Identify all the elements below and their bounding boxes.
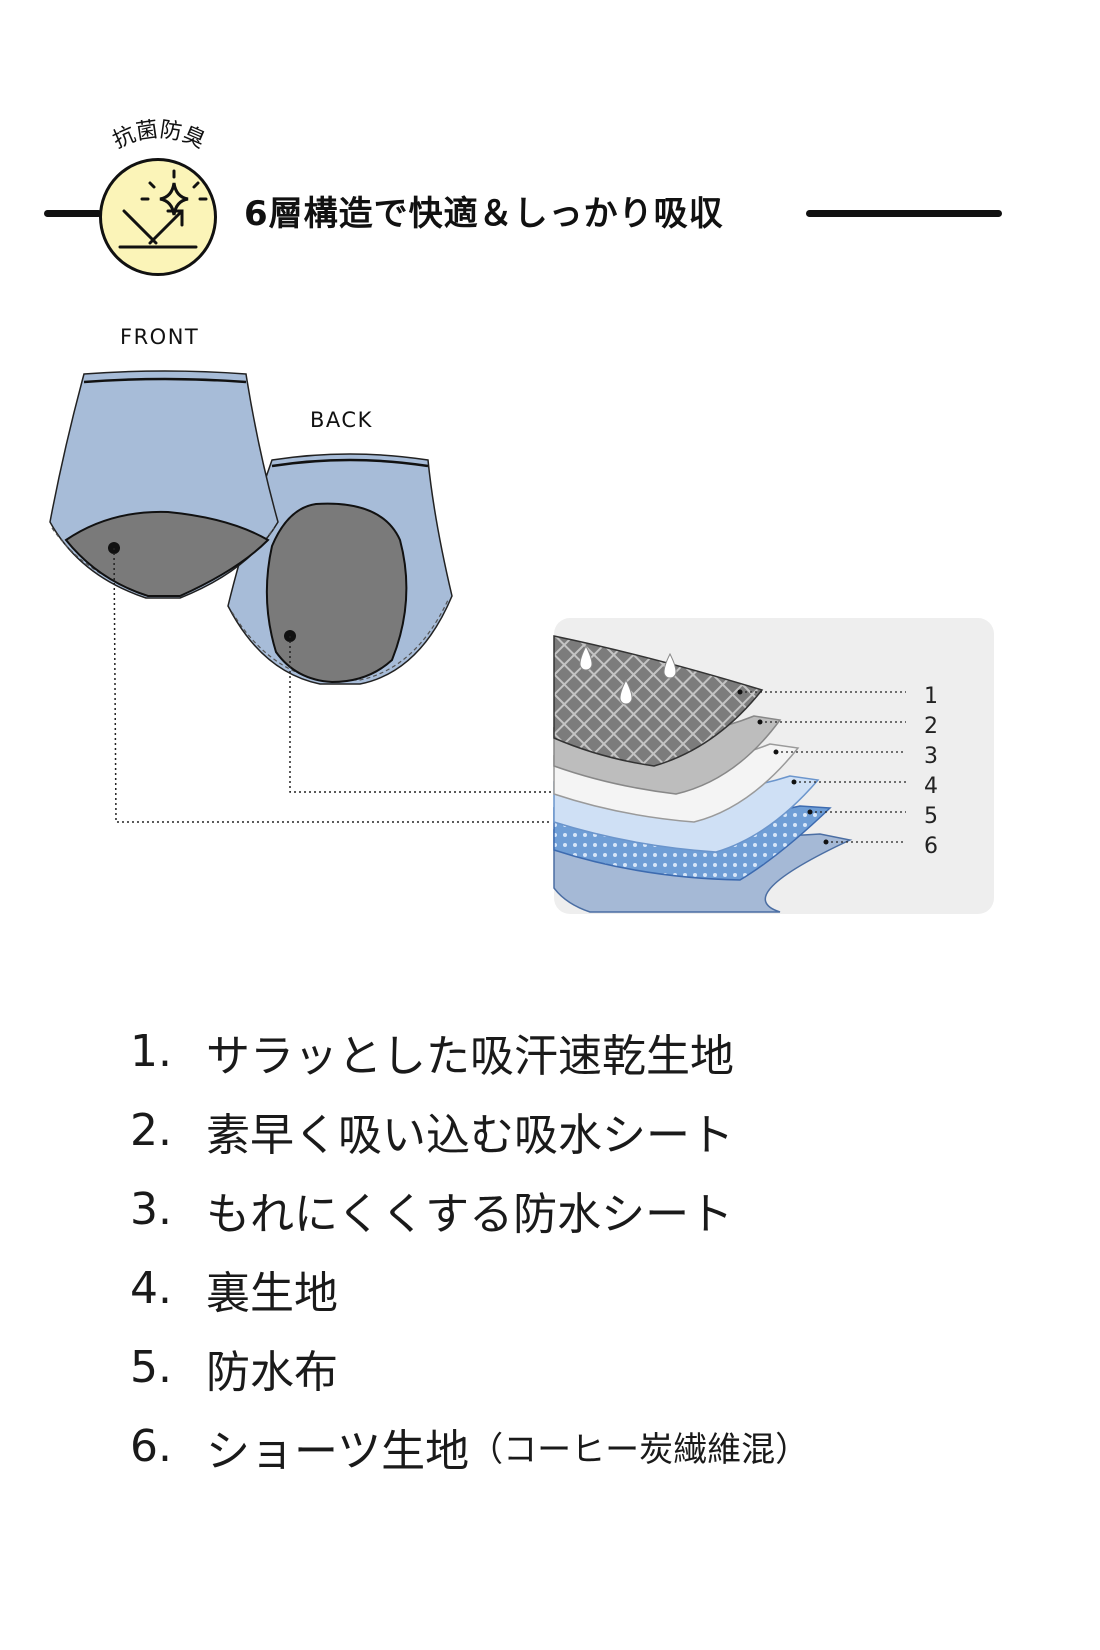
page-title: 6層構造で快適＆しっかり吸収 xyxy=(244,194,724,234)
list-item-note: （コーヒー炭繊維混） xyxy=(469,1430,810,1470)
list-item: 4. 裏生地 xyxy=(130,1249,809,1328)
list-item-text: 裏生地 xyxy=(206,1267,338,1319)
layer-number-2: 2 xyxy=(924,714,938,739)
list-item-text: 防水布 xyxy=(206,1346,338,1398)
list-item: 2. 素早く吸い込む吸水シート xyxy=(130,1091,809,1170)
list-item: 6. ショーツ生地 （コーヒー炭繊維混） xyxy=(130,1407,809,1486)
header-rule-left xyxy=(44,210,102,217)
layer-description-list: 1. サラッとした吸汗速乾生地 2. 素早く吸い込む吸水シート 3. もれにくく… xyxy=(130,1012,809,1486)
list-item-number: 5. xyxy=(130,1342,172,1393)
list-item-text: ショーツ生地 xyxy=(206,1425,470,1477)
list-item-number: 4. xyxy=(130,1263,172,1314)
front-view-label: FRONT xyxy=(120,325,200,349)
badge-label-arc: 抗菌防臭 xyxy=(109,118,208,154)
list-item-text: サラッとした吸汗速乾生地 xyxy=(206,1030,734,1082)
layer-number-1: 1 xyxy=(924,684,938,709)
layer-number-3: 3 xyxy=(924,744,938,769)
list-item-number: 1. xyxy=(130,1026,172,1077)
list-item: 5. 防水布 xyxy=(130,1328,809,1407)
front-leader-line xyxy=(113,547,552,823)
list-item-number: 3. xyxy=(130,1184,172,1235)
list-item-text: 素早く吸い込む吸水シート xyxy=(206,1109,734,1161)
list-item-number: 6. xyxy=(130,1421,172,1472)
list-item-number: 2. xyxy=(130,1105,172,1156)
list-item-text: もれにくくする防水シート xyxy=(206,1188,734,1240)
back-leader-line xyxy=(289,636,552,793)
layer-number-5: 5 xyxy=(924,804,938,829)
garment-structure-illustration xyxy=(49,370,906,913)
water-drop-icons xyxy=(579,644,677,705)
layer-leader-lines xyxy=(740,691,906,843)
back-garment xyxy=(227,453,453,685)
layer-number-4: 4 xyxy=(924,774,938,799)
layer-leader-dots xyxy=(737,689,829,845)
header-rule-right xyxy=(806,210,1002,217)
layer-1-shape xyxy=(553,635,764,767)
back-view-label: BACK xyxy=(310,408,373,432)
layer-number-6: 6 xyxy=(924,834,938,859)
sparkle-icon xyxy=(118,169,208,249)
front-garment xyxy=(49,370,279,599)
list-item: 1. サラッとした吸汗速乾生地 xyxy=(130,1012,809,1091)
antibacterial-badge xyxy=(99,158,217,276)
list-item: 3. もれにくくする防水シート xyxy=(130,1170,809,1249)
